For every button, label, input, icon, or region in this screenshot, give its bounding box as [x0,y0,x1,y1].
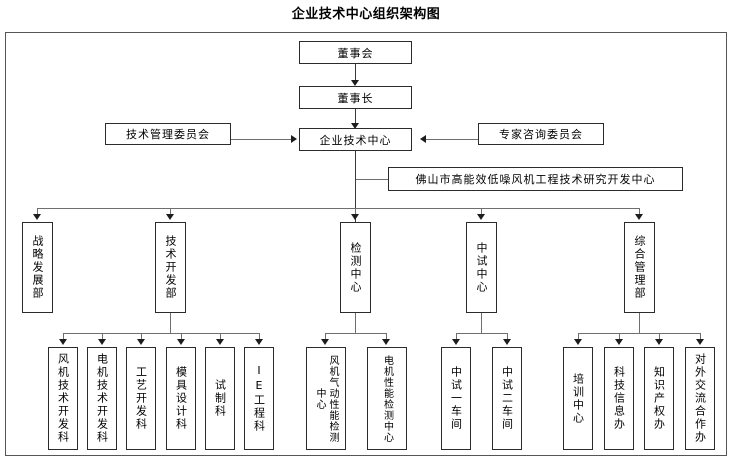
node-enterprise-tech-center[interactable]: 企业技术中心 [299,128,412,151]
connector-department-bus [37,208,639,209]
connector-drop-unit [141,333,142,341]
connector-tech-committee-to-center [231,139,291,140]
arrow-down-icon [166,214,174,220]
page-title: 企业技术中心组织架构图 [291,7,441,22]
arrow-down-icon [477,214,485,220]
arrow-down-icon [59,339,67,345]
arrow-down-icon [177,339,185,345]
connector-drop-strategy [37,208,38,216]
connector-testing-bus [325,333,386,334]
node-expert-consulting-committee[interactable]: 专家咨询委员会 [478,123,604,145]
unit-pilot-workshop-two[interactable]: 中试二车间 [492,347,522,450]
arrow-down-icon [696,339,704,345]
unit-mold-design[interactable]: 模具设计科 [166,347,196,450]
unit-training-center[interactable]: 培训中心 [563,347,593,450]
arrow-down-icon [452,339,460,345]
unit-trial-manufacture[interactable]: 试制科 [205,347,235,450]
connector-drop-techdev [170,208,171,216]
dept-pilot-center[interactable]: 中试中心 [466,222,497,313]
connector-pilot-stem [481,313,482,333]
arrow-down-icon [351,123,359,129]
node-tech-management-committee[interactable]: 技术管理委员会 [105,123,231,145]
dept-general-management[interactable]: 综合管理部 [624,222,655,313]
arrow-down-icon [351,214,359,220]
unit-intellectual-property-office[interactable]: 知识产权办 [644,347,674,450]
arrow-down-icon [635,214,643,220]
arrow-right-icon [291,135,297,143]
node-board[interactable]: 董事会 [299,41,412,64]
connector-admin-bus [578,333,700,334]
connector-drop-unit [325,333,326,341]
node-chairman[interactable]: 董事长 [299,86,412,109]
arrow-down-icon [216,339,224,345]
unit-external-exchange-cooperation-office[interactable]: 对外交流合作办 [685,347,715,450]
arrow-left-icon [420,135,426,143]
dept-testing-center[interactable]: 检测中心 [340,222,371,313]
connector-drop-testing [355,208,356,216]
connector-center-trunk [355,151,356,222]
connector-techdev-bus [63,333,259,334]
arrow-down-icon [503,339,511,345]
connector-drop-admin [639,208,640,216]
connector-drop-pilot [481,208,482,216]
unit-fan-technology-development[interactable]: 风机技术开发科 [48,347,78,450]
connector-testing-stem [355,313,356,333]
arrow-down-icon [98,339,106,345]
connector-drop-unit [220,333,221,341]
connector-drop-unit [386,333,387,341]
connector-drop-unit [102,333,103,341]
connector-drop-unit [259,333,260,341]
connector-drop-unit [456,333,457,341]
unit-ie-engineering[interactable]: IE工程科 [244,347,274,450]
connector-drop-unit [700,333,701,341]
connector-chairman-to-center [355,109,356,125]
connector-center-to-research [356,179,388,180]
connector-board-to-chairman [355,64,356,82]
unit-motor-performance-testing-center[interactable]: 电机性能检测中心 [367,347,407,450]
node-research-development-center[interactable]: 佛山市高能效低噪风机工程技术研究开发中心 [388,167,683,191]
arrow-down-icon [615,339,623,345]
arrow-down-icon [382,339,390,345]
connector-admin-stem [639,313,640,333]
connector-drop-unit [659,333,660,341]
connector-drop-unit [619,333,620,341]
arrow-down-icon [137,339,145,345]
connector-pilot-bus [456,333,507,334]
arrow-down-icon [574,339,582,345]
arrow-down-icon [255,339,263,345]
connector-drop-unit [181,333,182,341]
connector-drop-unit [507,333,508,341]
dept-technology-development[interactable]: 技术开发部 [155,222,186,313]
arrow-down-icon [321,339,329,345]
arrow-down-icon [33,214,41,220]
unit-process-development[interactable]: 工艺开发科 [126,347,156,450]
arrow-down-icon [655,339,663,345]
connector-drop-unit [63,333,64,341]
connector-expert-committee-to-center [426,139,478,140]
arrow-down-icon [351,80,359,86]
connector-techdev-stem [170,313,171,333]
unit-pilot-workshop-one[interactable]: 中试一车间 [441,347,471,450]
connector-drop-unit [578,333,579,341]
unit-sci-tech-information-office[interactable]: 科技信息办 [604,347,634,450]
unit-motor-technology-development[interactable]: 电机技术开发科 [87,347,117,450]
unit-fan-aerodynamic-testing-center[interactable]: 风机气动性能检测中心 [306,347,346,450]
dept-strategy-development[interactable]: 战略发展部 [22,222,53,313]
